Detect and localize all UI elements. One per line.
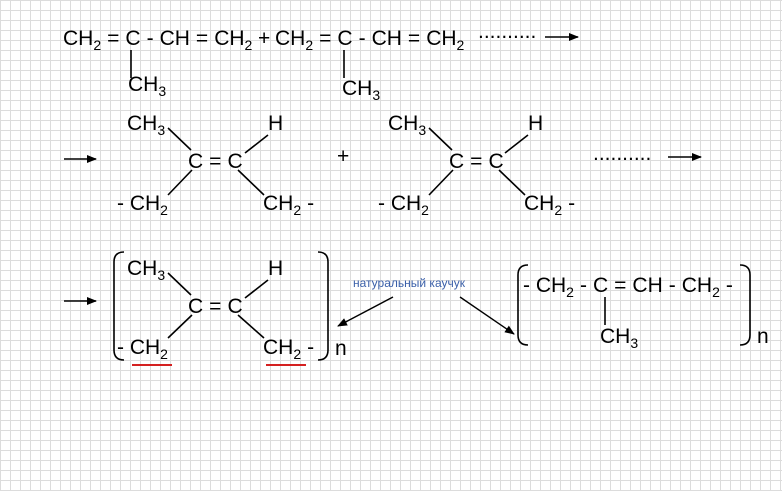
- unit2-bond-h: [504, 134, 529, 154]
- unit1-bond-h: [244, 134, 269, 154]
- monomer1-formula: CH2=C-CH=CH2: [63, 27, 253, 53]
- cis-unit-2: CH3 H C=C - CH2 CH2-: [378, 112, 575, 218]
- unit1-ch3: CH3: [127, 112, 165, 138]
- poly-bond-h: [244, 279, 269, 299]
- poly-h: H: [268, 257, 283, 280]
- dots-2: ..........: [593, 142, 651, 165]
- methyl-1: CH3: [128, 73, 166, 99]
- monomer-isoprene-2: CH2=C-CH=CH2 CH3: [275, 27, 465, 103]
- bracket2-right: [739, 264, 751, 346]
- label-arrow-right: [459, 296, 515, 335]
- plus-sign-2: +: [337, 145, 349, 168]
- dots-1: ..........: [478, 20, 536, 43]
- cis-unit-1: CH3 H C=C - CH2 CH2-: [117, 112, 314, 218]
- poly-bond-ch3: [167, 272, 192, 296]
- monomer2-formula: CH2=C-CH=CH2: [275, 27, 465, 53]
- unit1-h: H: [268, 112, 283, 135]
- natural-rubber-label: натуральный каучук: [353, 276, 466, 290]
- bracket-right: [317, 251, 329, 361]
- unit1-double-bond: C=C: [188, 150, 243, 173]
- linear-methyl: CH3: [600, 325, 638, 351]
- linear-formula: - CH2-C=CH-CH2-: [523, 274, 733, 300]
- bracket-left: [113, 251, 125, 361]
- poly-bond-left: [167, 314, 193, 339]
- poly-n: n: [335, 337, 347, 360]
- unit1-left-ch2: - CH2: [117, 192, 168, 218]
- unit2-right-ch2: CH2-: [524, 192, 575, 218]
- plus-sign-1: +: [258, 27, 270, 50]
- unit2-bond-right: [498, 169, 526, 196]
- polymer-unit-cis: CH3 H C=C - CH2 CH2- n: [113, 251, 347, 366]
- unit1-bond-left: [167, 169, 193, 196]
- linear-n: n: [757, 325, 769, 348]
- unit2-h: H: [528, 112, 543, 135]
- monomer-isoprene-1: CH2=C-CH=CH2 CH3: [63, 27, 253, 99]
- poly-ch3: CH3: [127, 257, 165, 283]
- poly-right-ch2: CH2-: [263, 336, 314, 362]
- unit2-bond-left: [428, 169, 454, 196]
- unit1-right-ch2: CH2-: [263, 192, 314, 218]
- bracket2-left: [517, 264, 529, 346]
- unit1-bond-ch3: [167, 127, 192, 151]
- poly-double-bond: C=C: [188, 295, 243, 318]
- poly-bond-right: [237, 314, 265, 339]
- unit2-double-bond: C=C: [449, 150, 504, 173]
- poly-left-ch2: - CH2: [117, 336, 168, 362]
- unit2-left-ch2: - CH2: [378, 192, 429, 218]
- unit2-ch3: CH3: [388, 112, 426, 138]
- unit2-bond-ch3: [428, 127, 453, 151]
- label-arrow-left: [337, 296, 394, 327]
- polymer-unit-linear: - CH2-C=CH-CH2- CH3 n: [517, 264, 769, 351]
- unit1-bond-right: [237, 169, 265, 196]
- methyl-2: CH3: [342, 77, 380, 103]
